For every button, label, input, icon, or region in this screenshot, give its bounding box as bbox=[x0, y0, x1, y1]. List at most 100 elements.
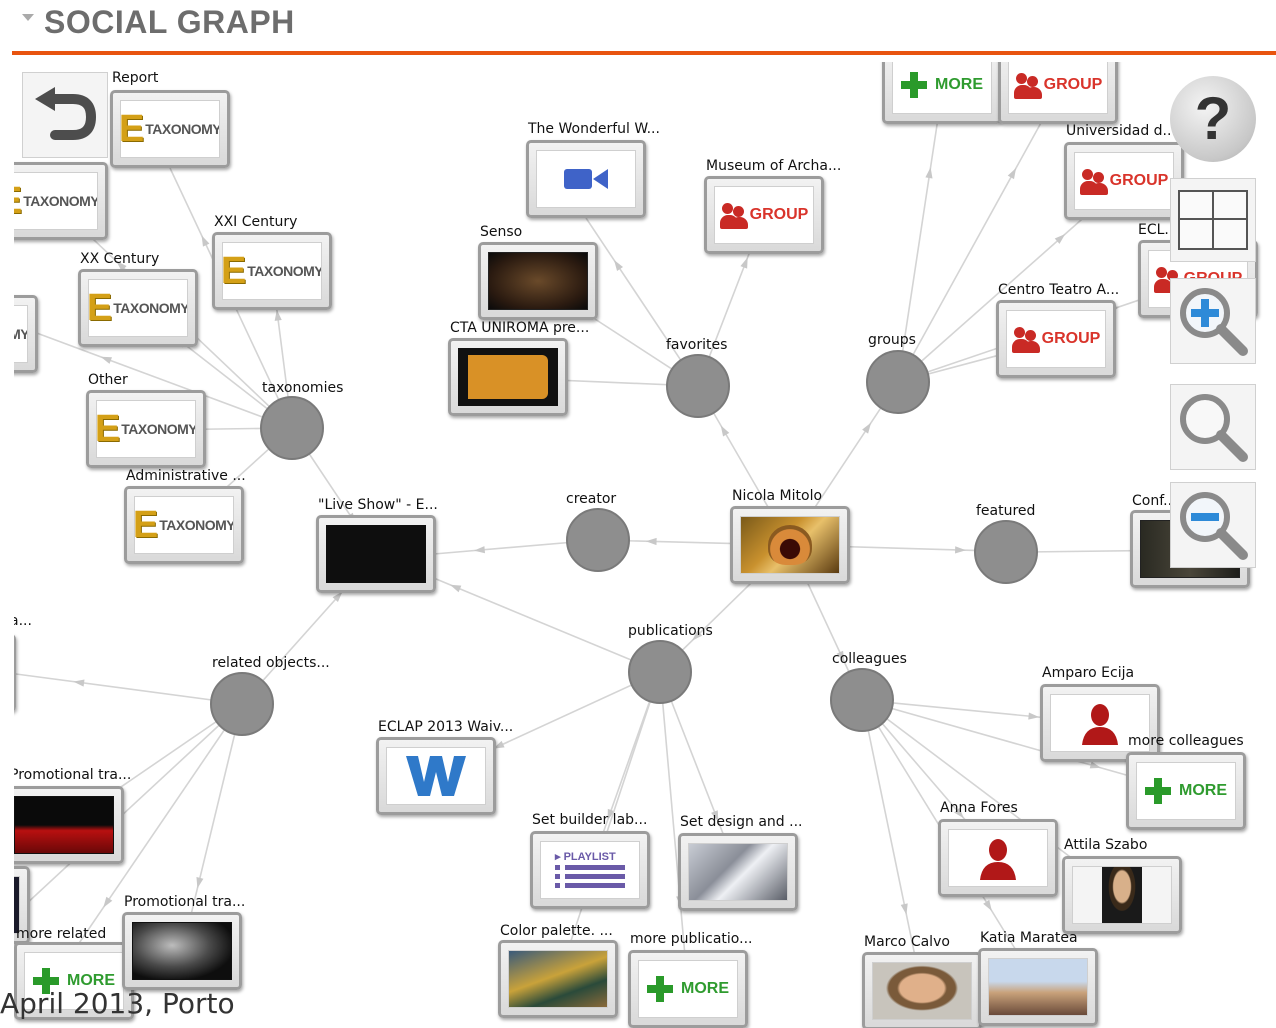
edge-arrow-icon bbox=[201, 235, 210, 247]
hub-related-objects[interactable] bbox=[210, 672, 274, 736]
edge-arrow-icon bbox=[900, 903, 908, 915]
center-node-nicola-mitolo[interactable] bbox=[730, 506, 850, 584]
group-people-icon bbox=[1011, 325, 1040, 353]
zoom-out-icon bbox=[1180, 492, 1248, 560]
hub-creator[interactable] bbox=[566, 508, 630, 572]
node-related-cut-left[interactable] bbox=[14, 634, 16, 712]
label-promotional-2: Promotional tra... bbox=[124, 894, 246, 910]
slide-footer-text: April 2013, Porto bbox=[0, 987, 235, 1020]
node-promotional-photo-2[interactable] bbox=[122, 912, 242, 990]
node-amparo-person[interactable] bbox=[1040, 684, 1160, 762]
edge-arrow-icon bbox=[274, 309, 282, 321]
node-promotional-video-1[interactable] bbox=[14, 786, 124, 864]
group-people-icon bbox=[719, 201, 748, 229]
node-anna-fores-person[interactable] bbox=[938, 819, 1058, 897]
node-attila-szabo-photo[interactable] bbox=[1062, 856, 1182, 934]
graph-edge bbox=[659, 671, 689, 991]
node-more-colleagues[interactable]: MORE bbox=[1126, 752, 1246, 830]
label-live-show: "Live Show" - E... bbox=[318, 497, 438, 513]
hub-taxonomies[interactable] bbox=[260, 396, 324, 460]
label-anna-fores: Anna Fores bbox=[940, 800, 1018, 816]
label-marco-calvo: Marco Calvo bbox=[864, 934, 950, 950]
person-icon bbox=[1082, 704, 1118, 745]
graph-edge bbox=[23, 703, 243, 907]
hub-publications[interactable] bbox=[628, 640, 692, 704]
social-graph-canvas[interactable]: taxonomies favorites groups creator feat… bbox=[14, 62, 1276, 1028]
label-eclap-2013: ECLAP 2013 Waiv... bbox=[378, 719, 514, 735]
edge-arrow-icon bbox=[1028, 712, 1040, 720]
node-universidad-group[interactable]: GROUP bbox=[1064, 142, 1184, 220]
plus-icon bbox=[647, 976, 673, 1002]
collapse-triangle-icon[interactable] bbox=[22, 14, 34, 21]
edge-arrow-icon bbox=[1054, 234, 1066, 244]
label-more-colleagues: more colleagues bbox=[1128, 733, 1244, 749]
graph-edge bbox=[181, 703, 243, 953]
zoom-out-button[interactable] bbox=[1170, 482, 1256, 568]
node-centro-teatro-group[interactable]: GROUP bbox=[996, 300, 1116, 378]
edge-arrow-icon bbox=[983, 899, 992, 912]
edge-arrow-icon bbox=[607, 808, 615, 821]
node-more-publications[interactable]: MORE bbox=[628, 950, 748, 1028]
help-icon: ? bbox=[1194, 85, 1232, 152]
edge-arrow-icon bbox=[196, 877, 204, 889]
graph-edge bbox=[897, 91, 1059, 383]
playlist-badge: PLAYLIST bbox=[563, 850, 616, 863]
zoom-reset-button[interactable] bbox=[1170, 384, 1256, 470]
group-people-icon bbox=[1013, 71, 1042, 99]
node-set-design-photo[interactable] bbox=[678, 833, 798, 911]
plus-icon bbox=[1145, 778, 1171, 804]
edge-arrow-icon bbox=[1007, 167, 1017, 180]
node-marco-calvo-photo[interactable] bbox=[862, 952, 982, 1028]
edge-arrow-icon bbox=[332, 591, 343, 602]
node-senso-image[interactable] bbox=[478, 242, 598, 320]
label-cut-left: a... bbox=[14, 613, 32, 629]
label-universidad: Universidad d... bbox=[1066, 123, 1176, 139]
hub-colleagues[interactable] bbox=[830, 668, 894, 732]
person-icon bbox=[980, 839, 1016, 880]
fit-grid-button[interactable] bbox=[1170, 178, 1256, 262]
edge-arrow-icon bbox=[73, 679, 85, 687]
edge-arrow-icon bbox=[954, 807, 964, 819]
zoom-in-button[interactable] bbox=[1170, 278, 1256, 364]
hub-label-taxonomies: taxonomies bbox=[262, 380, 344, 396]
play-triangle-icon: ▸ bbox=[555, 850, 564, 863]
edge-arrow-icon bbox=[473, 546, 486, 554]
node-live-show-video[interactable] bbox=[316, 515, 436, 593]
edge-arrow-icon bbox=[103, 896, 113, 908]
node-eclap-2013-doc[interactable] bbox=[376, 737, 496, 815]
back-button[interactable] bbox=[22, 72, 108, 158]
node-color-palette-photo[interactable] bbox=[498, 940, 618, 1018]
label-set-design: Set design and ... bbox=[680, 814, 803, 830]
hub-favorites[interactable] bbox=[666, 354, 730, 418]
plus-icon bbox=[33, 968, 59, 994]
edge-arrow-icon bbox=[645, 537, 657, 546]
header-rule bbox=[12, 51, 1276, 55]
node-katia-maratea-photo[interactable] bbox=[978, 948, 1098, 1026]
hub-label-featured: featured bbox=[976, 503, 1036, 519]
node-more-groups[interactable]: MORE bbox=[882, 62, 1002, 124]
node-wonderful-video[interactable] bbox=[526, 140, 646, 218]
node-more-related[interactable]: MORE bbox=[14, 942, 134, 1020]
hub-featured[interactable] bbox=[974, 520, 1038, 584]
node-museum-group[interactable]: GROUP bbox=[704, 176, 824, 254]
node-group-top[interactable]: GROUP bbox=[998, 62, 1118, 124]
label-attila-szabo: Attila Szabo bbox=[1064, 837, 1148, 853]
center-node-label: Nicola Mitolo bbox=[732, 488, 823, 504]
edge-arrow-icon bbox=[100, 356, 112, 364]
node-related-cut-left-2[interactable] bbox=[14, 866, 30, 944]
node-cta-uniroma-video[interactable] bbox=[448, 338, 568, 416]
help-button[interactable]: ? bbox=[1170, 76, 1256, 162]
label-promotional-1: Promotional tra... bbox=[14, 767, 132, 783]
edge-arrow-icon bbox=[493, 740, 505, 749]
group-people-icon bbox=[1079, 167, 1108, 195]
graph-edge bbox=[15, 673, 243, 705]
hub-groups[interactable] bbox=[866, 350, 930, 414]
node-set-builder-playlist[interactable]: ▸ PLAYLIST bbox=[530, 831, 650, 909]
